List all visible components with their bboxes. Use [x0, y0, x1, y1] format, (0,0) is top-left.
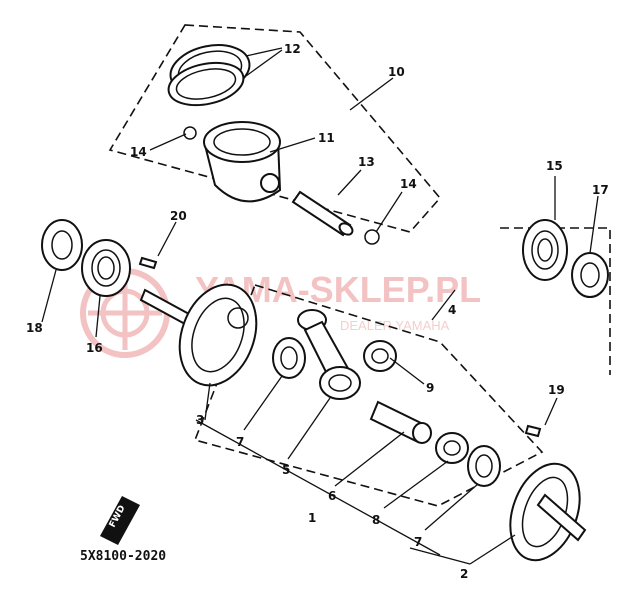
callout-1: 1 — [308, 511, 316, 525]
callout-14a: 14 — [130, 145, 147, 159]
callout-17: 17 — [592, 183, 609, 197]
oil-seal-right — [571, 252, 609, 298]
callout-20: 20 — [170, 209, 187, 223]
callout-7b: 7 — [414, 535, 422, 549]
watermark-subtitle: DEALER YAMAHA — [340, 318, 450, 333]
piston — [203, 121, 282, 203]
callout-14b: 14 — [400, 177, 417, 191]
callout-16: 16 — [86, 341, 103, 355]
piston-pin-clip-right — [364, 229, 380, 245]
crank-right-half — [509, 462, 587, 562]
crank-group-boundary — [193, 284, 544, 507]
piston-pin — [291, 190, 354, 237]
callout-5: 5 — [282, 463, 290, 477]
callout-4: 4 — [448, 303, 456, 317]
piston-group-boundary — [108, 24, 442, 233]
callout-8: 8 — [372, 513, 380, 527]
callout-18: 18 — [26, 321, 43, 335]
forward-arrow-icon: FWD — [100, 496, 140, 545]
callouts: 12 10 11 14 13 14 20 15 17 18 16 4 9 19 … — [26, 42, 609, 581]
thrust-washer-left — [272, 337, 306, 379]
callout-2: 2 — [460, 567, 468, 581]
callout-9: 9 — [426, 381, 434, 395]
bearing-right — [522, 219, 568, 281]
crank-pin — [369, 400, 432, 444]
crank-left-half — [139, 283, 258, 387]
callout-10: 10 — [388, 65, 405, 79]
callout-3: 3 — [196, 413, 204, 427]
leader-lines — [41, 47, 599, 565]
callout-15: 15 — [546, 159, 563, 173]
woodruff-key — [138, 256, 158, 270]
callout-13: 13 — [358, 155, 375, 169]
small-end-bearing — [363, 340, 397, 372]
big-end-bearing — [435, 432, 469, 464]
piston-pin-clip-left — [183, 126, 197, 140]
callout-11: 11 — [318, 131, 335, 145]
callout-7a: 7 — [236, 435, 244, 449]
callout-19: 19 — [548, 383, 565, 397]
piston-rings — [167, 44, 251, 107]
oil-seal-left — [41, 219, 83, 271]
connecting-rod — [297, 309, 361, 400]
woodruff-key-right — [524, 424, 542, 438]
thrust-washer-right — [467, 445, 501, 487]
callout-6: 6 — [328, 489, 336, 503]
callout-12: 12 — [284, 42, 301, 56]
bearing-left — [81, 239, 131, 297]
diagram-code: 5X8100-2020 — [80, 549, 166, 564]
